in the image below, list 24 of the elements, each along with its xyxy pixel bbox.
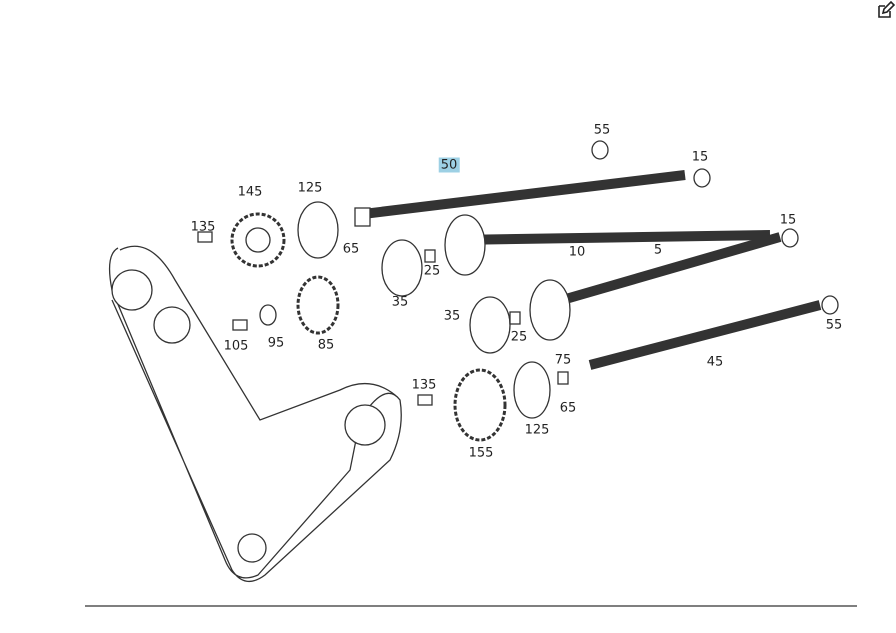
- callout-number: 35: [442, 308, 462, 324]
- callout-number: 15: [778, 212, 798, 228]
- callout-number: 15: [690, 150, 710, 164]
- callout-number: 35: [390, 294, 410, 310]
- callout-number: 55: [824, 318, 844, 332]
- callout-number: 65: [342, 242, 360, 256]
- callout-number: 125: [296, 180, 324, 196]
- callout-number: 5: [652, 242, 664, 258]
- callout-number: 85: [316, 338, 336, 352]
- callout-number: 25: [510, 330, 528, 344]
- callout-number: 135: [410, 378, 438, 392]
- callout-number: 25: [422, 264, 442, 278]
- callout-number: 10: [568, 244, 586, 260]
- callout-number: 75: [554, 352, 572, 368]
- callout-number: 105: [222, 338, 250, 354]
- callout-number: 135: [190, 220, 216, 234]
- callout-number: 95: [266, 336, 286, 350]
- callout-number: 155: [468, 446, 494, 460]
- callout-number: 145: [236, 184, 264, 200]
- callout-number: 55: [592, 122, 612, 138]
- callout-number: 125: [524, 422, 550, 438]
- callout-number: 50: [438, 158, 460, 172]
- callout-number: 45: [706, 354, 724, 370]
- callout-number: 65: [558, 400, 578, 416]
